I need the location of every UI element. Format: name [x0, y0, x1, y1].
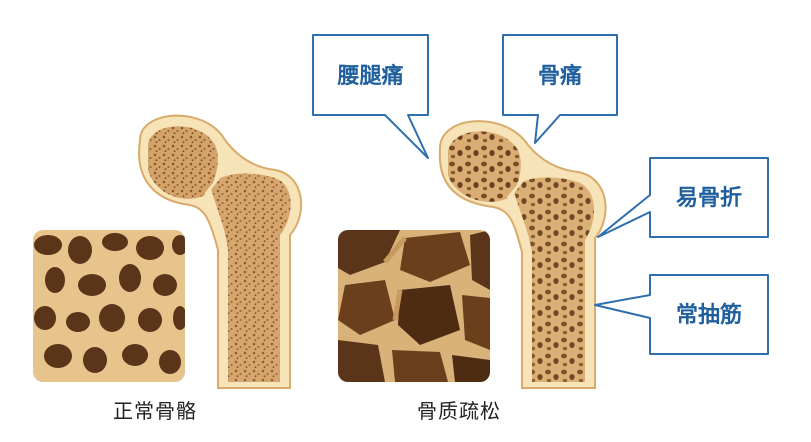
callout-bone-pain: 骨痛 [502, 34, 618, 144]
callout-back-leg-pain: 腰腿痛 [312, 34, 429, 159]
normal-bone-caption: 正常骨骼 [113, 399, 197, 423]
osteoporotic-femur [438, 120, 607, 389]
callout-label: 常抽筋 [676, 302, 742, 328]
normal-femur [138, 114, 303, 389]
callout-cramps: 常抽筋 [594, 274, 769, 355]
osteoporosis-caption: 骨质疏松 [417, 399, 501, 423]
osteoporotic-bone-section [338, 230, 490, 382]
callout-easy-fracture: 易骨折 [597, 157, 769, 238]
normal-bone-section [33, 230, 185, 382]
callout-label: 易骨折 [676, 186, 742, 211]
callout-label: 骨痛 [538, 63, 582, 89]
callout-label: 腰腿痛 [336, 63, 403, 89]
